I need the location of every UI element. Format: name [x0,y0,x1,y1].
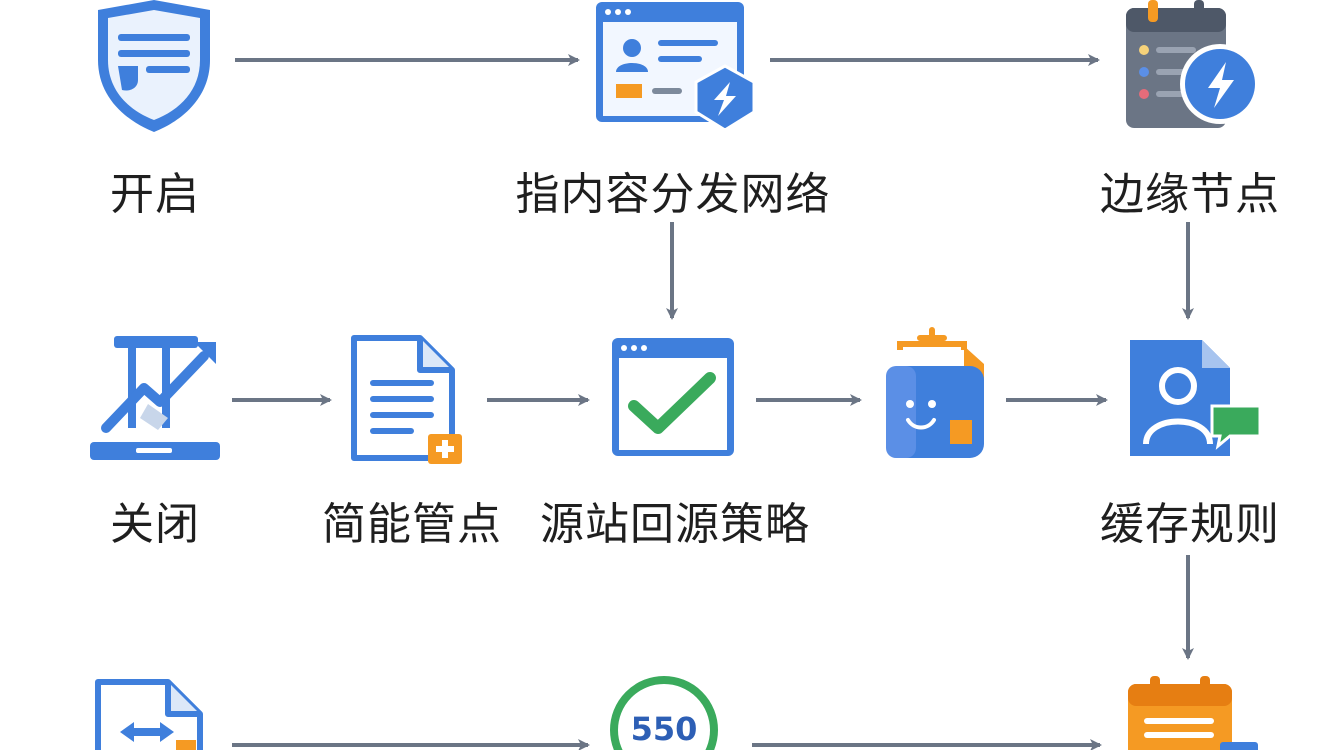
puzzle-icon [886,327,984,458]
node-label-simple: 简能管点 [322,499,502,550]
document-add-icon [351,335,462,464]
chart-pen-icon [90,336,220,460]
status-circle-icon: 550 [610,676,718,750]
node-label-edge: 边缘节点 [1100,169,1280,220]
calendar-list-icon [1128,676,1258,750]
status-badge-value: 550 [631,710,698,748]
calendar-bolt-icon [1126,0,1260,128]
shield-icon [98,0,210,132]
node-label-cache: 缓存规则 [1100,499,1280,550]
browser-window-user-bolt-icon [596,2,756,132]
browser-check-icon [612,338,734,456]
node-label-enable: 开启 [110,169,200,220]
node-label-disable: 关闭 [110,499,200,550]
node-label-origin: 源站回源策略 [540,499,810,550]
node-label-cdn: 指内容分发网络 [515,169,831,220]
user-document-chat-icon [1130,340,1262,456]
document-transfer-icon [95,679,203,750]
